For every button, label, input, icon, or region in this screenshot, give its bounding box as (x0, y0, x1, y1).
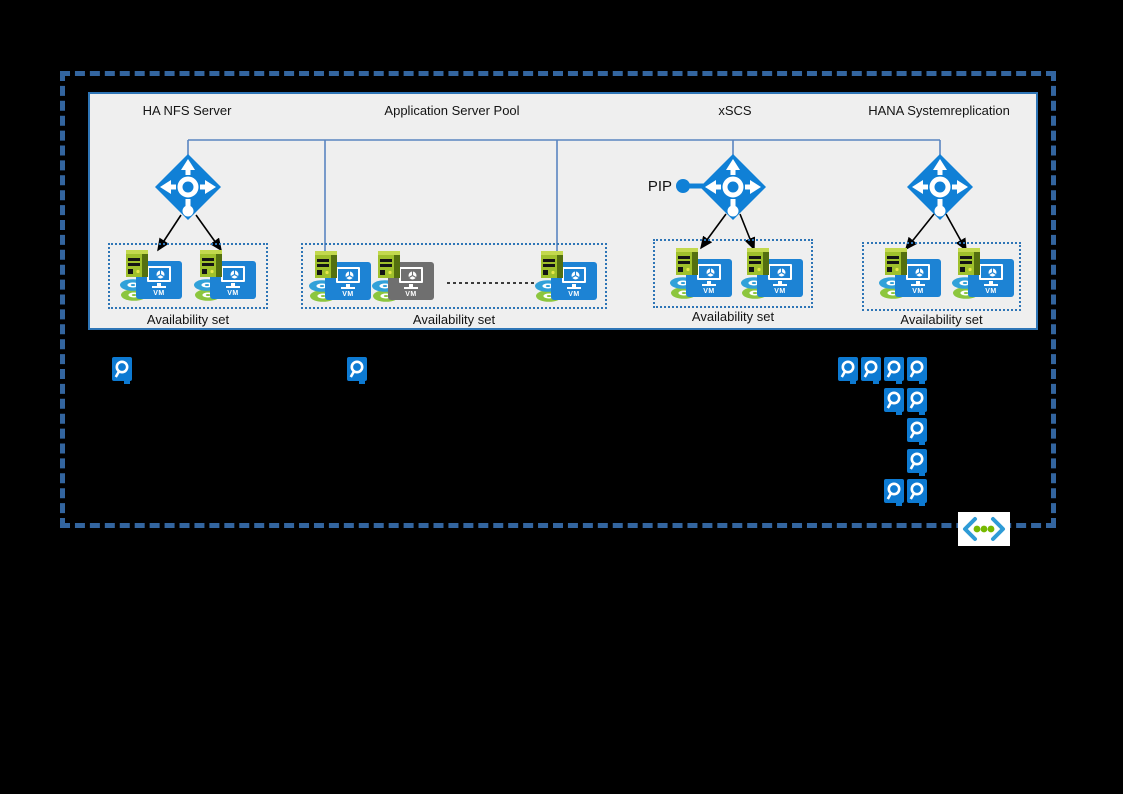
server-icon (200, 250, 222, 277)
vm-monitor (147, 266, 171, 282)
vm-label: VM (985, 288, 997, 295)
server-icon (676, 248, 698, 275)
vm-monitor (906, 264, 930, 280)
server-icon (378, 251, 400, 278)
vm-monitor (221, 266, 245, 282)
vm-monitor-base (567, 287, 581, 289)
availability-set-label-xscs: Availability set (691, 309, 775, 324)
server-icon (885, 248, 907, 275)
section-label-app-pool: Application Server Pool (384, 103, 520, 118)
vm-monitor-base (984, 284, 998, 286)
load-balancer-icon (697, 151, 769, 223)
availability-set-xscs (653, 239, 813, 308)
vm-label: VM (227, 290, 239, 297)
disk-icon (907, 418, 927, 445)
vm-emblem (230, 270, 239, 279)
disk-icon (907, 357, 927, 384)
virtual-network-glyph (963, 517, 1005, 541)
availability-set-label-app-pool: Availability set (412, 312, 496, 327)
vm-icon: VM (372, 251, 450, 313)
disk-icon (112, 357, 132, 384)
section-label-hana: HANA Systemreplication (868, 103, 1010, 118)
vm-label: VM (153, 290, 165, 297)
disk-icon (907, 449, 927, 476)
vm-icon: VM (879, 248, 957, 310)
vm-monitor-base (226, 286, 240, 288)
vm-emblem (345, 271, 354, 280)
vm-monitor-stand (916, 281, 920, 284)
disk-icon (907, 388, 927, 415)
vm-monitor-base (404, 287, 418, 289)
server-icon (126, 250, 148, 277)
vm-monitor (562, 267, 586, 283)
section-label-ha-nfs: HA NFS Server (142, 103, 232, 118)
vm-label: VM (405, 291, 417, 298)
vm-icon: VM (535, 251, 613, 313)
vm-monitor-base (702, 284, 716, 286)
server-icon (958, 248, 980, 275)
disk-icon (884, 388, 904, 415)
availability-set-ha-nfs (108, 243, 268, 309)
vm-monitor-stand (231, 283, 235, 286)
vm-icon: VM (952, 248, 1030, 310)
vm-monitor (768, 264, 792, 280)
disk-icon (838, 357, 858, 384)
disk-icon (884, 357, 904, 384)
vm-emblem (988, 268, 997, 277)
vm-monitor (979, 264, 1003, 280)
vm-emblem (571, 271, 580, 280)
vm-label: VM (774, 288, 786, 295)
server-icon (315, 251, 337, 278)
vm-monitor-stand (572, 284, 576, 287)
vm-label: VM (912, 288, 924, 295)
vm-icon: VM (741, 248, 819, 310)
vm-icon: VM (120, 250, 198, 312)
vm-label: VM (568, 291, 580, 298)
load-balancer-icon (152, 151, 224, 223)
vm-icon: VM (309, 251, 387, 313)
vm-square: VM (968, 259, 1014, 297)
availability-set-app-pool (301, 243, 607, 309)
availability-set-label-ha-nfs: Availability set (146, 312, 230, 327)
vm-square: VM (551, 262, 597, 300)
vm-monitor (336, 267, 360, 283)
vm-emblem (408, 271, 417, 280)
vm-monitor-base (152, 286, 166, 288)
disk-icon (861, 357, 881, 384)
vm-emblem (156, 270, 165, 279)
section-label-xscs: xSCS (718, 103, 752, 118)
vm-monitor-stand (989, 281, 993, 284)
vm-icon: VM (670, 248, 748, 310)
vm-label: VM (703, 288, 715, 295)
vm-monitor-stand (778, 281, 782, 284)
server-icon (747, 248, 769, 275)
server-icon (541, 251, 563, 278)
vm-emblem (777, 268, 786, 277)
vm-monitor-stand (157, 283, 161, 286)
availability-set-label-hana: Availability set (900, 312, 983, 327)
load-balancer-icon (904, 151, 976, 223)
vm-label: VM (342, 291, 354, 298)
vm-icon: VM (194, 250, 272, 312)
vm-monitor-stand (409, 284, 413, 287)
pip-label: PIP (647, 178, 672, 195)
vm-emblem (915, 268, 924, 277)
vm-monitor (697, 264, 721, 280)
disk-icon (884, 479, 904, 506)
vm-monitor-stand (707, 281, 711, 284)
vm-monitor-base (911, 284, 925, 286)
vm-monitor-base (773, 284, 787, 286)
vnet-boundary (60, 71, 1056, 528)
vm-monitor (399, 267, 423, 283)
vm-monitor-stand (346, 284, 350, 287)
availability-set-hana (862, 242, 1021, 311)
disk-icon (907, 479, 927, 506)
virtual-network-icon (958, 512, 1010, 546)
disk-icon (347, 357, 367, 384)
vm-emblem (706, 268, 715, 277)
vm-monitor-base (341, 287, 355, 289)
